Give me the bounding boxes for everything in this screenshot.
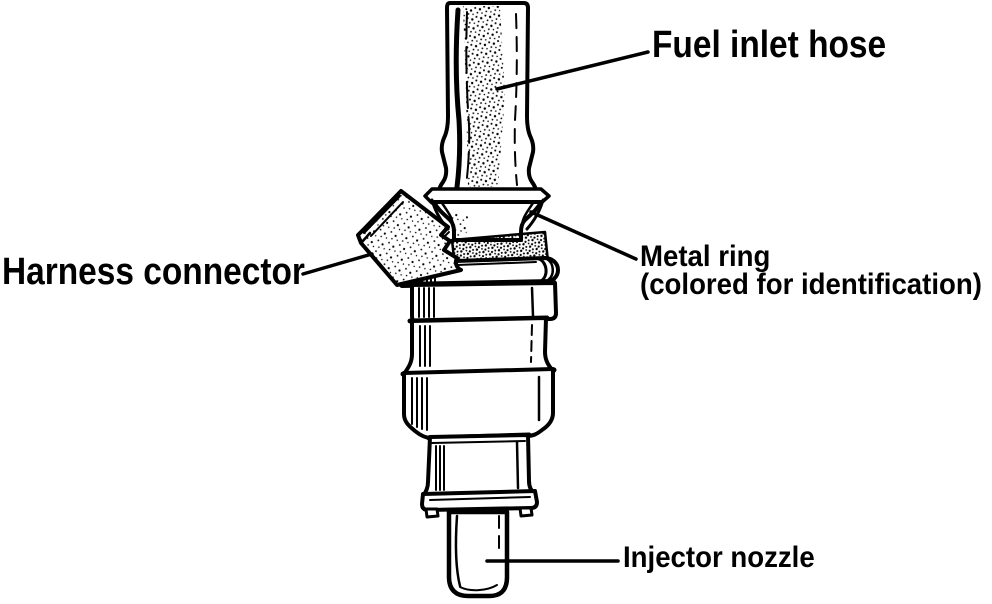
fuel-inlet-hose-drawing [437, 1, 538, 192]
injector-nozzle-drawing [446, 509, 510, 599]
harness-connector-label: Harness connector [2, 251, 305, 293]
fuel-inlet-hose-leader [495, 50, 650, 91]
injector-body-drawing [399, 256, 560, 519]
fuel-inlet-hose-label: Fuel inlet hose [652, 24, 887, 66]
harness-connector-drawing [356, 189, 463, 287]
metal-ring-label-line1: Metal ring [640, 240, 771, 273]
harness-connector-leader [301, 252, 374, 276]
metal-ring-leader [529, 210, 638, 261]
metal-ring-label: Metal ring (colored for identification) [640, 240, 982, 301]
leader-lines [301, 50, 650, 563]
metal-ring-label-line2: (colored for identification) [640, 268, 982, 301]
injector-nozzle-label: Injector nozzle [623, 541, 815, 574]
